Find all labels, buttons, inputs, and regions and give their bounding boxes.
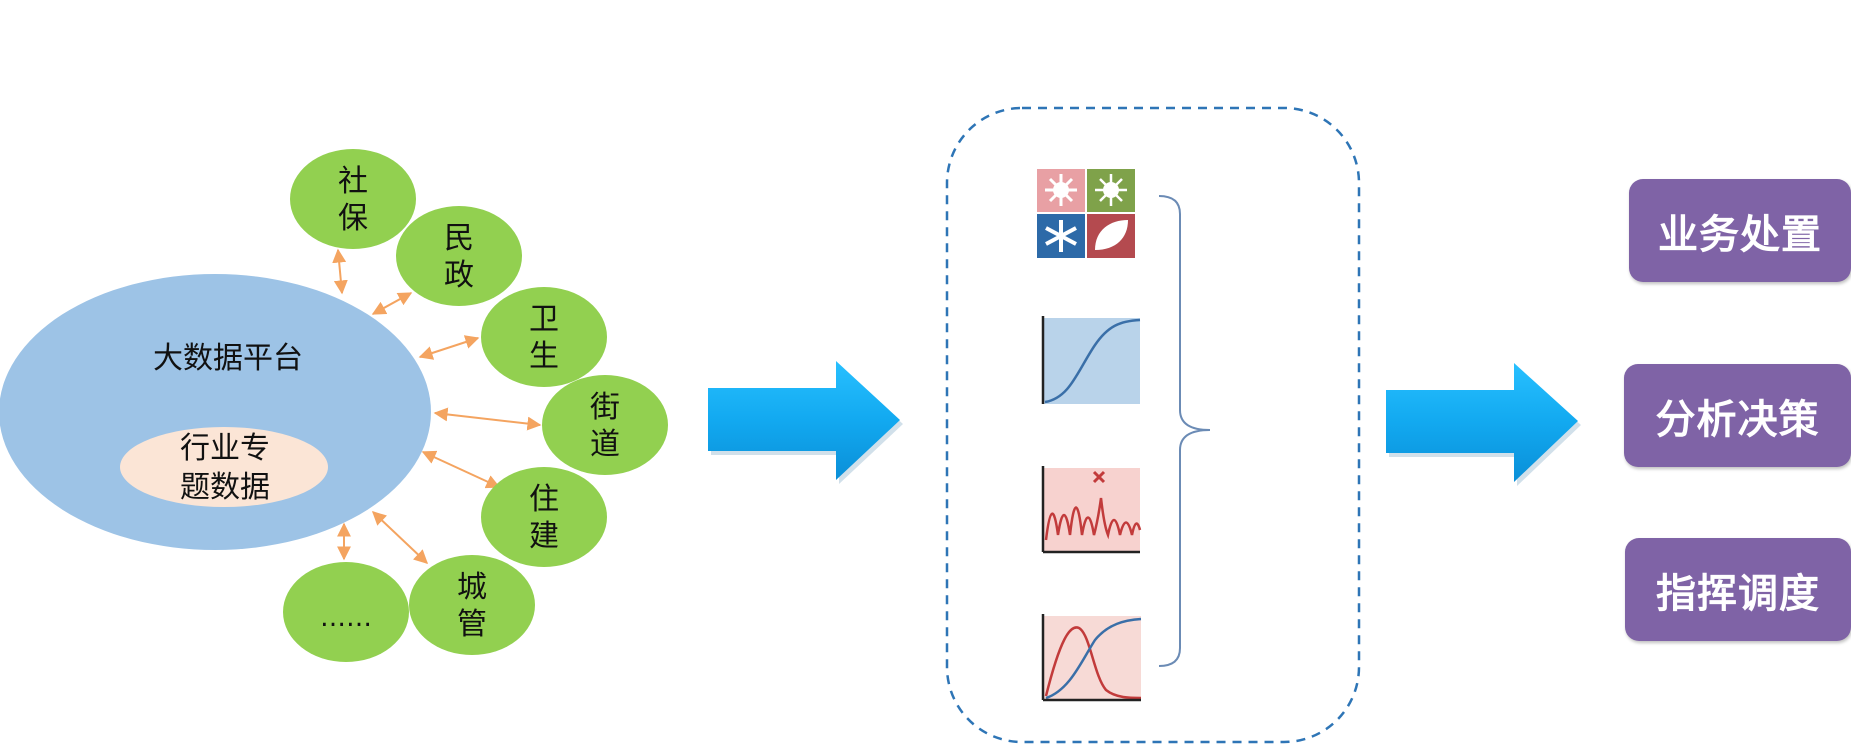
source-label-line1: ……: [320, 603, 372, 633]
source-label-line2: 政: [444, 258, 474, 293]
models-panel: [945, 106, 1361, 744]
connector-weisheng: [418, 335, 480, 360]
source-node-weisheng: 卫 生: [481, 287, 607, 387]
big-data-platform: 大数据平台 行业专 题数据: [0, 274, 431, 550]
source-node-chengguan: 城 管: [409, 555, 535, 655]
source-label-line2: 保: [338, 201, 368, 236]
platform-title: 大数据平台: [153, 341, 303, 376]
action-business-handling[interactable]: 业务处置: [1629, 179, 1851, 282]
dashed-container: [945, 106, 1361, 744]
action-analysis-decision[interactable]: 分析决策: [1624, 364, 1851, 467]
arrow-right-icon: [708, 361, 900, 480]
connector-shebao: [332, 248, 348, 295]
source-node-jiedao: 街 道: [542, 375, 668, 475]
source-label-line2: 管: [457, 607, 487, 642]
industry-data-label-line1: 行业专: [180, 431, 270, 466]
seasons-icon: [1037, 169, 1135, 258]
industry-data-label-line2: 题数据: [180, 470, 270, 505]
platform-ellipse: [0, 274, 431, 550]
source-node-zhujian: 住 建: [481, 467, 607, 567]
source-label-line1: 社: [338, 164, 368, 199]
source-label-line1: 卫: [529, 302, 559, 337]
source-label-line1: 街: [590, 390, 620, 425]
source-label-line2: 道: [590, 427, 620, 462]
flow-arrow-2: [1386, 363, 1581, 486]
distribution-curves-chart-icon: [1041, 614, 1142, 702]
connector-jiedao: [433, 407, 542, 431]
group-brace: [1158, 195, 1211, 667]
source-label-line1: 城: [457, 570, 487, 605]
connector-minzheng: [371, 292, 413, 315]
source-node-shebao: 社 保: [290, 149, 416, 249]
source-node-minzheng: 民 政: [396, 206, 522, 306]
connector-chengguan: [371, 511, 429, 564]
connector-zhujian: [421, 450, 501, 489]
source-label-line2: 生: [529, 339, 559, 374]
industry-data-ellipse: [120, 427, 328, 507]
source-label-line1: 住: [529, 482, 559, 517]
connectors: [332, 248, 542, 564]
s-curve-chart-icon: [1041, 316, 1141, 404]
source-node-more: ……: [283, 562, 409, 662]
source-label-line2: 建: [529, 519, 559, 554]
arrow-right-icon: [1386, 363, 1578, 482]
action-command-dispatch[interactable]: 指挥调度: [1625, 538, 1851, 641]
flow-arrow-1: [708, 361, 903, 484]
source-label-line1: 民: [444, 221, 474, 256]
anomaly-peak-chart-icon: [1041, 466, 1142, 554]
